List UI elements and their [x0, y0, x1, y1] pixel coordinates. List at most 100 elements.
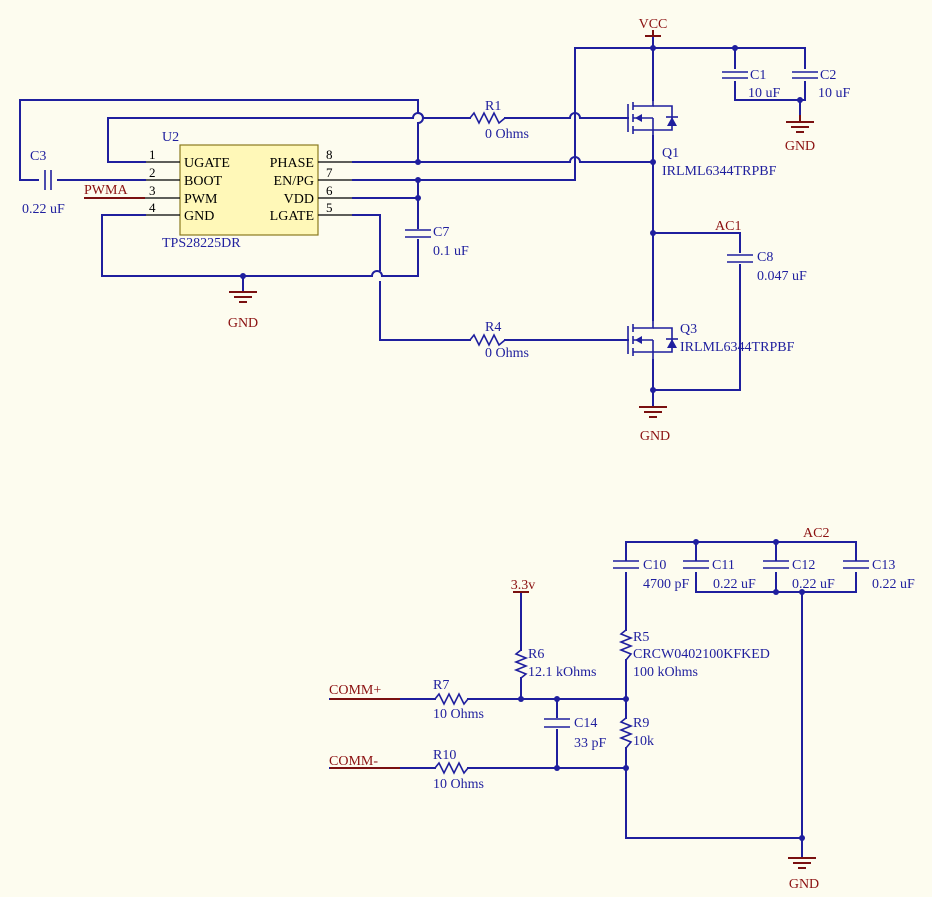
u2-pin2-num: 2	[149, 165, 156, 180]
u2-pin6-num: 6	[326, 183, 333, 198]
c7-value: 0.1 uF	[433, 244, 469, 259]
gnd-port-4: GND	[788, 857, 819, 892]
u2-pin1-num: 1	[149, 147, 156, 162]
c10-capacitor: C10 4700 pF	[613, 558, 690, 592]
r5-resistor: R5 CRCW0402100KFKED 100 kOhms	[618, 629, 770, 680]
q3-mosfet: Q3 IRLML6344TRPBF	[627, 320, 795, 360]
q3-part: IRLML6344TRPBF	[680, 340, 795, 355]
c12-value: 0.22 uF	[792, 577, 835, 592]
c11-capacitor: C11 0.22 uF	[683, 558, 756, 592]
pwma-port: PWMA	[84, 183, 145, 199]
c2-value: 10 uF	[818, 86, 851, 101]
u2-pin6-name: VDD	[284, 192, 314, 207]
q1-mosfet: Q1 IRLML6344TRPBF	[627, 100, 777, 179]
c3-ref: C3	[30, 149, 46, 164]
u2-pin7-name: EN/PG	[274, 174, 314, 189]
gnd-label-4: GND	[789, 877, 819, 892]
u2-pin7-num: 7	[326, 165, 333, 180]
c14-value: 33 pF	[574, 736, 607, 751]
pwma-label: PWMA	[84, 183, 128, 198]
r5-value: 100 kOhms	[633, 665, 698, 680]
r4-ref: R4	[485, 320, 501, 335]
r1-value: 0 Ohms	[485, 127, 529, 142]
v33-label: 3.3v	[511, 578, 536, 593]
c11-value: 0.22 uF	[713, 577, 756, 592]
c8-value: 0.047 uF	[757, 269, 807, 284]
r6-ref: R6	[528, 647, 544, 662]
r10-ref: R10	[433, 748, 456, 763]
r6-value: 12.1 kOhms	[528, 665, 596, 680]
ac1-label: AC1	[715, 219, 741, 234]
u2-pin8-name: PHASE	[270, 156, 314, 171]
gnd-port-3: GND	[639, 406, 670, 444]
r5-ref: R5	[633, 630, 649, 645]
u2-pin8-num: 8	[326, 147, 333, 162]
wires-lower	[329, 541, 857, 859]
r6-resistor: R6 12.1 kOhms	[513, 647, 596, 680]
r4-value: 0 Ohms	[485, 346, 529, 361]
u2-pin5-name: LGATE	[270, 209, 314, 224]
u2-pin4-num: 4	[149, 200, 156, 215]
r4-resistor: R4 0 Ohms	[469, 320, 529, 361]
u2-ic: U2 TPS28225DR 1 2 3 4 UGATE BOOT PWM GND…	[145, 130, 353, 251]
u2-pin2-name: BOOT	[184, 174, 223, 189]
r9-ref: R9	[633, 716, 649, 731]
r7-value: 10 Ohms	[433, 707, 484, 722]
r7-ref: R7	[433, 678, 449, 693]
comm-minus-label: COMM-	[329, 754, 378, 769]
c12-capacitor: C12 0.22 uF	[763, 558, 835, 592]
u2-pin3-name: PWM	[184, 192, 218, 207]
c14-capacitor: C14 33 pF	[544, 716, 607, 751]
gnd-port-1: GND	[785, 115, 815, 154]
c13-capacitor: C13 0.22 uF	[843, 558, 915, 592]
r10-value: 10 Ohms	[433, 777, 484, 792]
c10-ref: C10	[643, 558, 666, 573]
c8-ref: C8	[757, 250, 773, 265]
c8-capacitor: C8 0.047 uF	[727, 250, 807, 284]
r1-resistor: R1 0 Ohms	[469, 99, 529, 142]
c3-capacitor: C3 0.22 uF	[22, 149, 65, 217]
c2-capacitor: C2 10 uF	[792, 68, 851, 101]
r7-resistor: R7 10 Ohms	[433, 678, 484, 722]
c12-ref: C12	[792, 558, 815, 573]
junctions-lower	[518, 539, 805, 841]
r5-part: CRCW0402100KFKED	[633, 647, 770, 662]
gnd-label-3: GND	[640, 429, 670, 444]
comm-plus-label: COMM+	[329, 683, 381, 698]
ac2-label: AC2	[803, 526, 829, 541]
gnd-port-2: GND	[228, 291, 258, 331]
u2-pin1-name: UGATE	[184, 156, 230, 171]
c7-ref: C7	[433, 225, 449, 240]
v33-port: 3.3v	[511, 578, 536, 593]
u2-pin5-num: 5	[326, 200, 333, 215]
c13-ref: C13	[872, 558, 895, 573]
gnd-label-1: GND	[785, 139, 815, 154]
u2-pin4-name: GND	[184, 209, 214, 224]
comm-minus-port: COMM-	[329, 754, 400, 769]
c2-ref: C2	[820, 68, 836, 83]
q3-ref: Q3	[680, 322, 697, 337]
q1-ref: Q1	[662, 146, 679, 161]
r9-value: 10k	[633, 734, 654, 749]
junctions-upper	[240, 45, 803, 393]
vcc-port: VCC	[639, 17, 668, 37]
u2-part: TPS28225DR	[162, 236, 241, 251]
c1-ref: C1	[750, 68, 766, 83]
u2-designator: U2	[162, 130, 179, 145]
c13-value: 0.22 uF	[872, 577, 915, 592]
c1-capacitor: C1 10 uF	[722, 68, 781, 101]
comm-plus-port: COMM+	[329, 683, 400, 700]
vcc-label: VCC	[639, 17, 668, 32]
gnd-label-2: GND	[228, 316, 258, 331]
u2-pin3-num: 3	[149, 183, 156, 198]
c1-value: 10 uF	[748, 86, 781, 101]
r10-resistor: R10 10 Ohms	[433, 748, 484, 792]
wires-upper	[19, 35, 806, 408]
c7-capacitor: C7 0.1 uF	[405, 225, 469, 259]
q1-part: IRLML6344TRPBF	[662, 164, 777, 179]
c11-ref: C11	[712, 558, 735, 573]
c10-value: 4700 pF	[643, 577, 690, 592]
c3-value: 0.22 uF	[22, 202, 65, 217]
c14-ref: C14	[574, 716, 597, 731]
